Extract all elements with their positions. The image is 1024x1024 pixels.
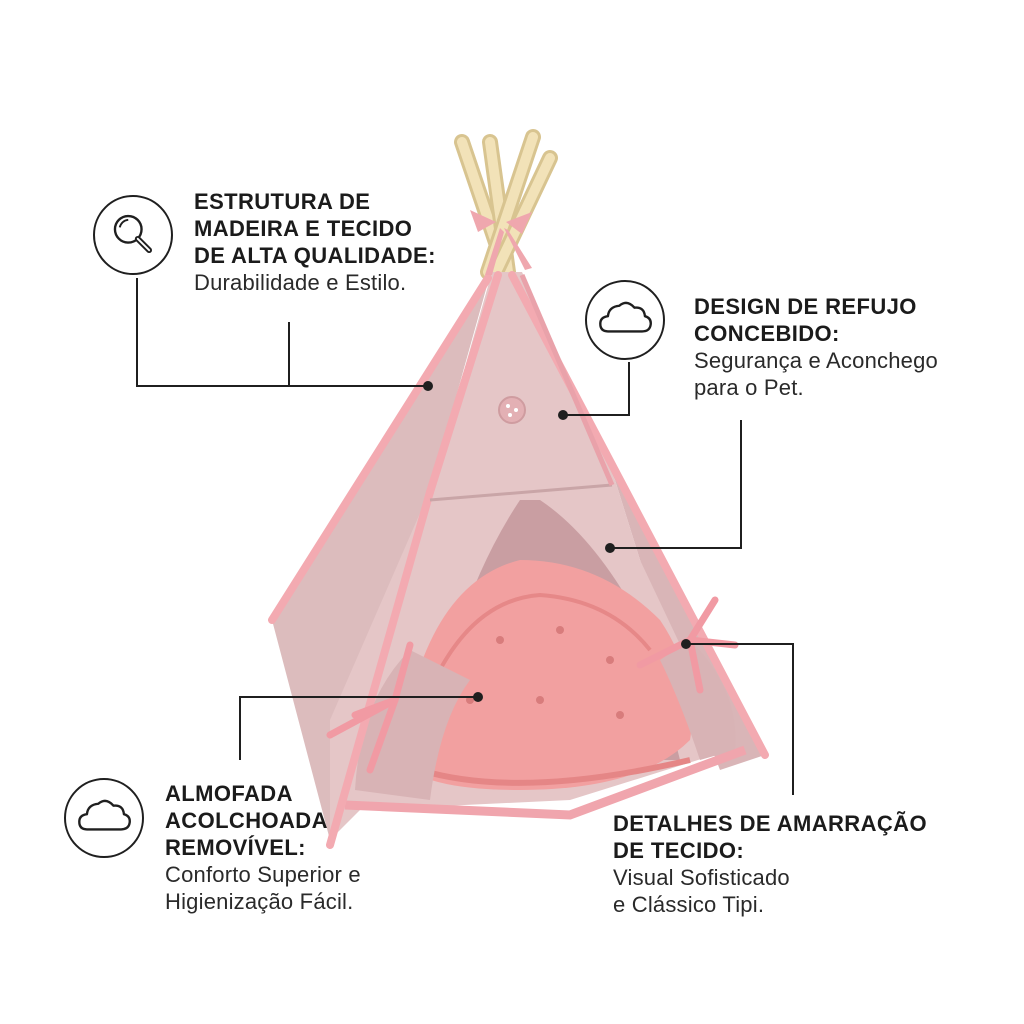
cushion-callout: ALMOFADA ACOLCHOADA REMOVÍVEL: Conforto … <box>165 780 361 915</box>
structure-body: Durabilidade e Estilo. <box>194 270 407 296</box>
structure-icon-badge <box>93 195 173 275</box>
cushion-heading: ALMOFADA ACOLCHOADA REMOVÍVEL: <box>165 781 328 861</box>
refuge-body: Segurança e Aconchego para o Pet. <box>694 348 938 401</box>
refuge-connector <box>563 362 630 416</box>
refuge-connector-2 <box>610 420 742 549</box>
structure-heading: ESTRUTURA DE MADEIRA E TECIDO DE ALTA QU… <box>194 189 436 269</box>
right-curtain-flap <box>660 640 736 760</box>
cushion <box>400 560 692 790</box>
tent-seam <box>429 483 613 502</box>
refuge-heading: DESIGN DE REFUJO CONCEBIDO: <box>694 294 917 347</box>
wooden-poles <box>454 129 558 280</box>
magnifier-icon <box>113 214 152 254</box>
cloud-icon <box>78 799 131 831</box>
ties-body: Visual Sofisticado e Clássico Tipi. <box>613 865 790 918</box>
tent-emblem <box>498 396 526 424</box>
cushion-icon-badge <box>64 778 144 858</box>
top-ribbon-bow <box>470 210 532 275</box>
refuge-icon-badge <box>585 280 665 360</box>
structure-connector <box>136 278 428 387</box>
refuge-callout: DESIGN DE REFUJO CONCEBIDO: Segurança e … <box>694 293 938 401</box>
cushion-body: Conforto Superior e Higienização Fácil. <box>165 862 361 915</box>
ties-connector <box>686 643 794 795</box>
left-ribbon-bow <box>326 641 414 774</box>
tent-seam-2 <box>519 274 615 486</box>
ties-heading: DETALHES DE AMARRAÇÃO DE TECIDO: <box>613 811 927 864</box>
cloud-icon <box>599 301 652 333</box>
structure-callout: ESTRUTURA DE MADEIRA E TECIDO DE ALTA QU… <box>194 188 436 296</box>
tent-base-trim <box>344 745 747 820</box>
tent-left-panel <box>272 275 490 840</box>
left-curtain-flap <box>355 650 470 800</box>
cushion-connector <box>239 696 478 760</box>
ties-callout: DETALHES DE AMARRAÇÃO DE TECIDO: Visual … <box>613 810 927 918</box>
